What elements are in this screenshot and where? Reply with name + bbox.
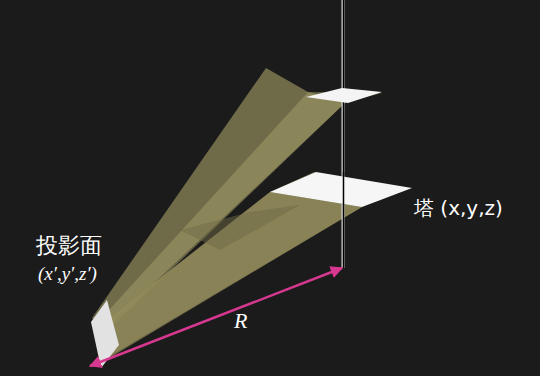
- frustum-shade: [180, 205, 300, 250]
- plane-coords: (x′,y′,z′): [38, 264, 97, 285]
- plane-label: 投影面: [36, 234, 102, 258]
- tower-plane: [270, 172, 412, 207]
- tower-plane: [306, 88, 382, 103]
- tower-pole: [343, 0, 345, 268]
- distance-label: R: [234, 309, 247, 333]
- tower-label: 塔 (x,y,z): [414, 197, 503, 219]
- projection-plane: [91, 300, 119, 368]
- distance-arrow: [90, 268, 342, 366]
- tower-pole: [342, 0, 345, 268]
